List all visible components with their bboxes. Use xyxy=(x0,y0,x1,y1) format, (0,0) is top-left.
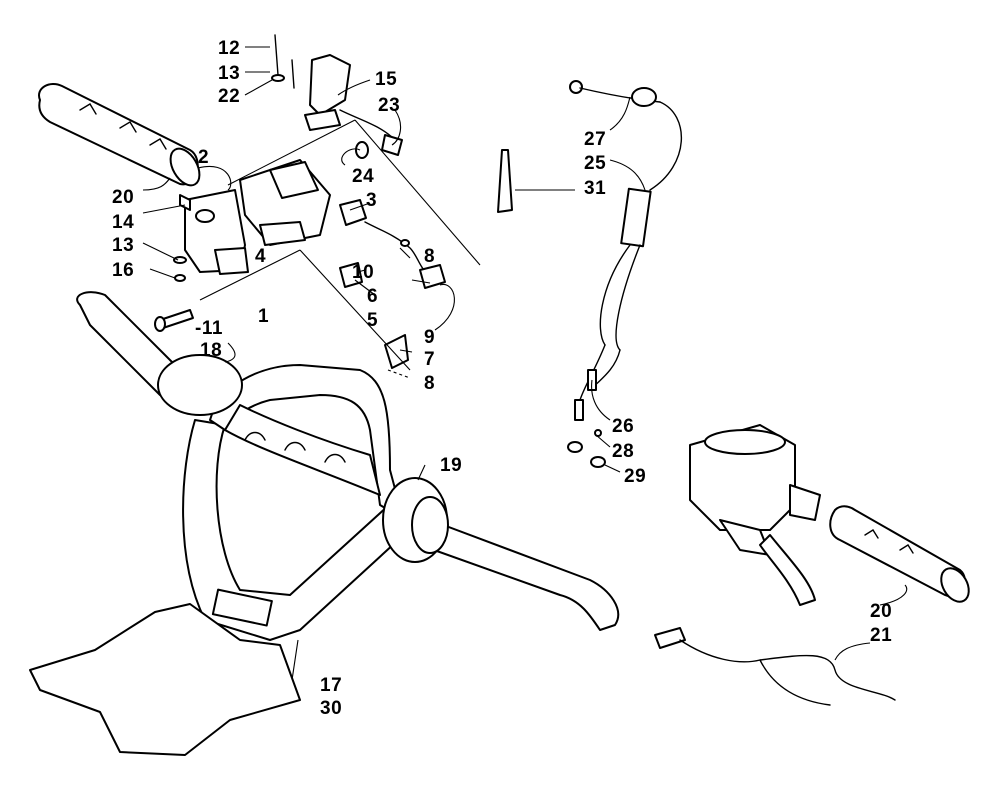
label-28: 28 xyxy=(612,441,634,462)
brake-master-cylinder xyxy=(689,424,821,606)
label-12: 12 xyxy=(218,38,240,59)
label-31: 31 xyxy=(584,178,606,199)
label-3: 3 xyxy=(366,190,377,211)
label-19: 19 xyxy=(440,455,462,476)
right-grip xyxy=(829,505,970,603)
bracket xyxy=(384,334,409,369)
label-10: 10 xyxy=(352,262,374,283)
label-4: 4 xyxy=(255,246,266,267)
tether-cord xyxy=(654,627,896,706)
screws-and-washers xyxy=(154,194,194,332)
label-16: 16 xyxy=(112,260,134,281)
label-14: 14 xyxy=(112,212,134,233)
label-30: 30 xyxy=(320,698,342,719)
label-6: 6 xyxy=(367,286,378,307)
brake-cable-assembly xyxy=(567,80,682,468)
tool xyxy=(497,149,513,213)
label-2: 2 xyxy=(198,147,209,168)
label-22: 22 xyxy=(218,86,240,107)
label-20-right: 20 xyxy=(870,601,892,622)
label-13-left: 13 xyxy=(112,235,134,256)
label-29: 29 xyxy=(624,466,646,487)
label-21: 21 xyxy=(870,625,892,646)
label-17: 17 xyxy=(320,675,342,696)
label-1: 1 xyxy=(258,306,269,327)
label-20-left: 20 xyxy=(112,187,134,208)
label-27: 27 xyxy=(584,129,606,150)
part-labels: 12 13 22 15 23 2 24 3 20 14 13 16 8 4 10… xyxy=(112,38,892,719)
label-18: 18 xyxy=(200,340,222,361)
label-7: 7 xyxy=(424,349,435,370)
label-23: 23 xyxy=(378,95,400,116)
leader-lines xyxy=(142,46,908,681)
switch-assembly xyxy=(271,34,403,159)
label-26: 26 xyxy=(612,416,634,437)
left-grip xyxy=(38,82,201,187)
label-8-top: 8 xyxy=(424,246,435,267)
handlebar xyxy=(76,291,620,641)
label-15: 15 xyxy=(375,69,397,90)
label-5: 5 xyxy=(367,310,378,331)
exploded-view-lines xyxy=(199,119,481,371)
label-9: 9 xyxy=(424,327,435,348)
throttle-housing xyxy=(184,159,331,275)
label-8-bottom: 8 xyxy=(424,373,435,394)
label-13-top: 13 xyxy=(218,63,240,84)
bar-pad xyxy=(29,603,301,756)
label-11: -11 xyxy=(195,318,223,339)
label-24: 24 xyxy=(352,166,374,187)
label-25: 25 xyxy=(584,153,606,174)
